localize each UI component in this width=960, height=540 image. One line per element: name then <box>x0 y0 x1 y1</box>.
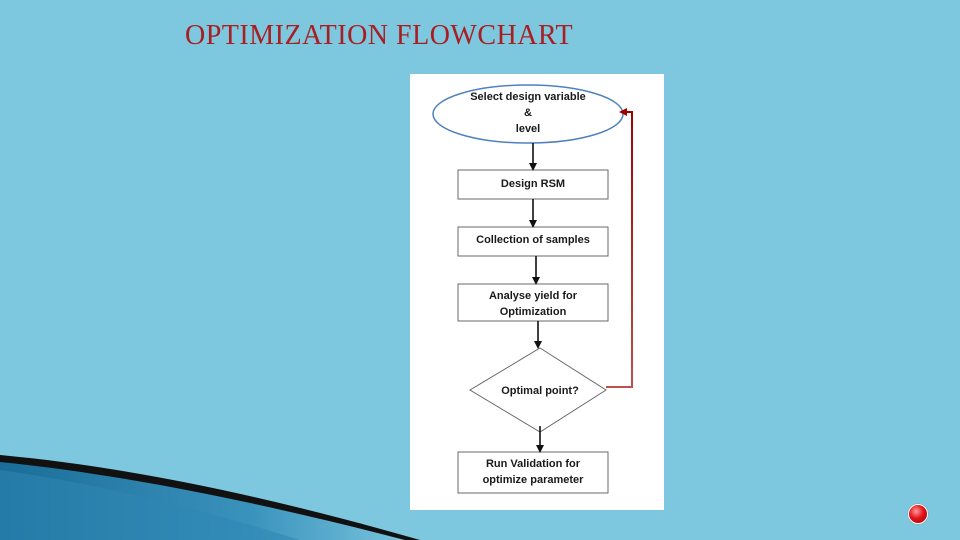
select-variable-line-1: Select design variable <box>470 91 586 103</box>
analyse-yield-line-1: Analyse yield for <box>488 290 578 302</box>
analyse-yield-box <box>457 283 609 322</box>
run-validation-line-2: optimize parameter <box>482 474 584 486</box>
select-variable-line-2: & <box>524 107 532 119</box>
optimal-point-label: Optimal point? <box>501 385 579 397</box>
flowchart-panel: Select design variable & level Design RS… <box>410 74 664 510</box>
run-validation-box <box>457 451 609 494</box>
run-validation-label: Run Validation for optimize parameter <box>458 456 608 488</box>
corner-black-stripe <box>0 455 420 540</box>
select-variable-line-3: level <box>515 123 541 135</box>
loop-arrow-back-to-select <box>606 111 633 388</box>
slide-nav-button[interactable] <box>908 504 928 524</box>
flowchart-diagram <box>432 84 633 494</box>
slide-title: OPTIMIZATION FLOWCHART <box>185 20 574 51</box>
collection-samples-label: Collection of samples <box>476 234 590 246</box>
corner-blue-wave <box>0 455 420 540</box>
run-validation-line-1: Run Validation for <box>485 458 581 470</box>
analyse-yield-label: Analyse yield for Optimization <box>458 288 608 320</box>
analyse-yield-line-2: Optimization <box>499 306 567 318</box>
select-variable-label: Select design variable & level <box>433 89 623 137</box>
design-rsm-label: Design RSM <box>500 178 566 190</box>
corner-light-wave <box>0 470 300 540</box>
collection-samples-box <box>457 226 609 257</box>
